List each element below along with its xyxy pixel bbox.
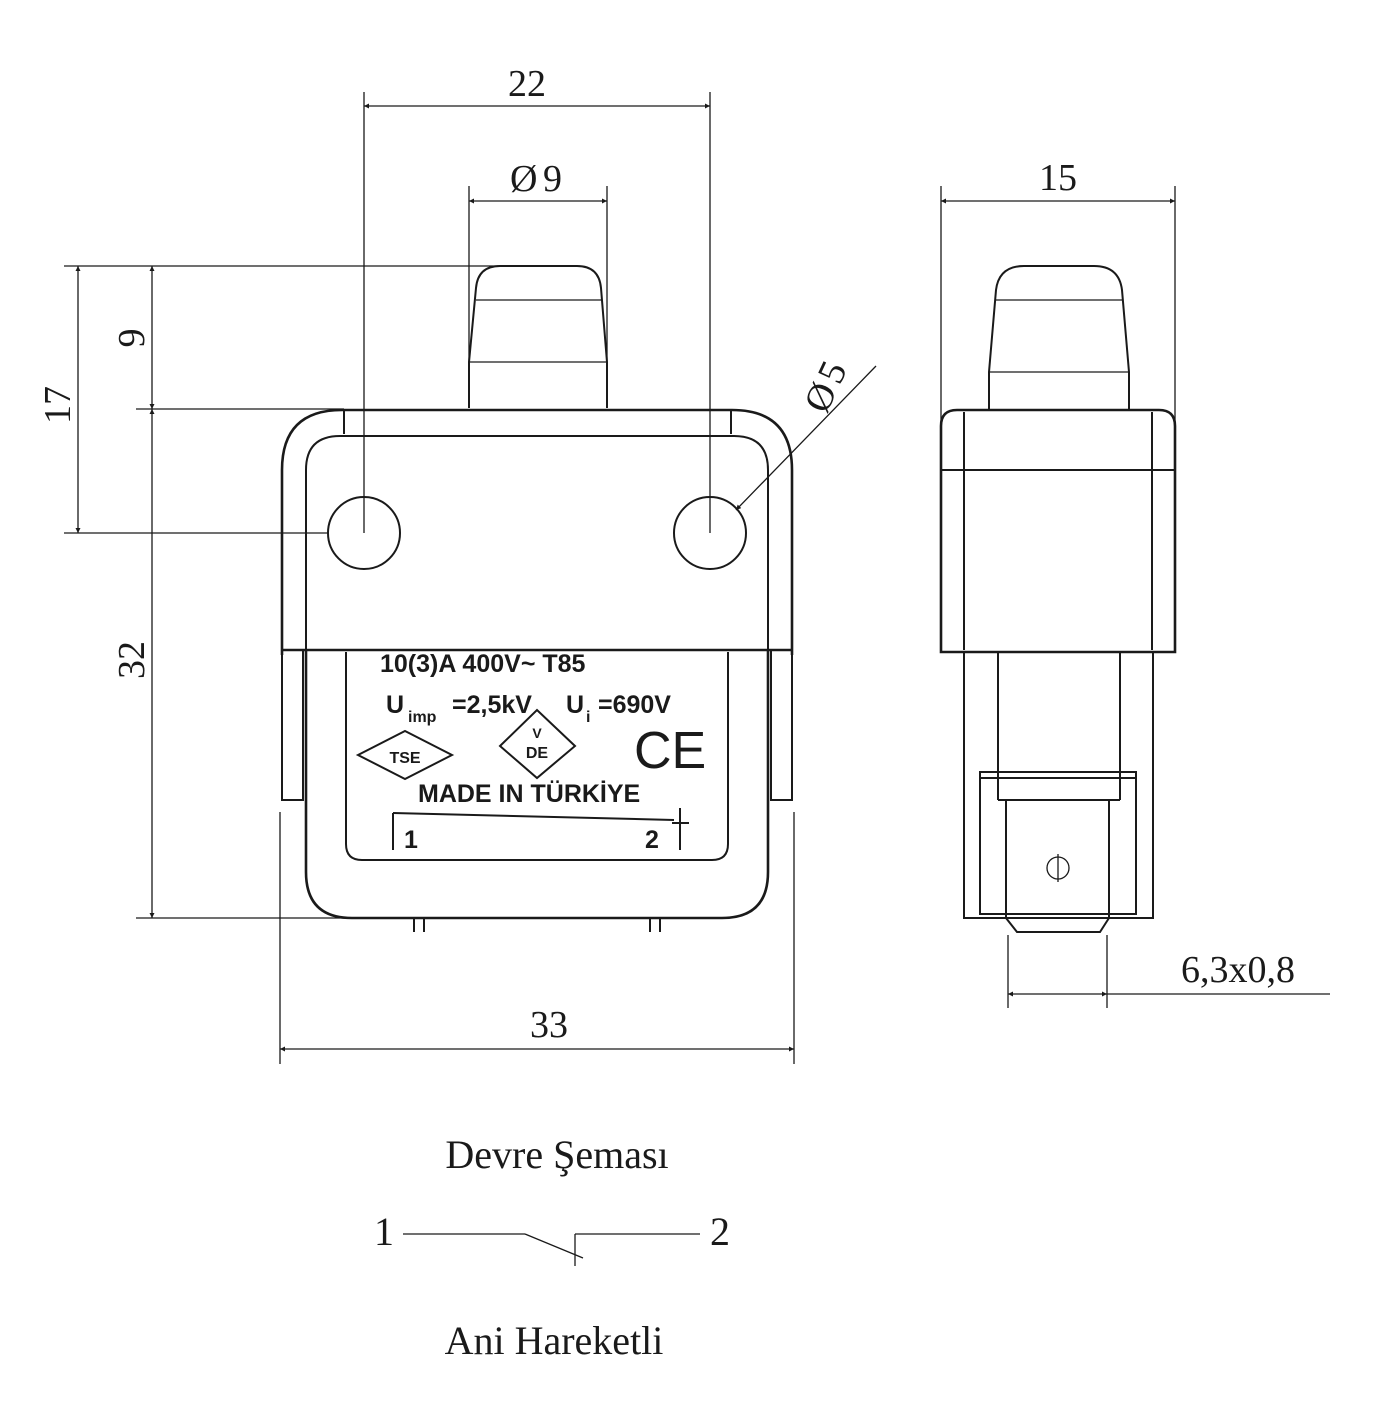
schema-subtitle: Ani Hareketli xyxy=(445,1318,664,1363)
dim-height-total: 17 xyxy=(37,386,79,424)
uimp-value: =2,5kV xyxy=(452,691,532,719)
dim-button-diameter: 9 xyxy=(543,158,562,200)
circuit-schema: Devre Şeması 1 2 Ani Hareketli xyxy=(374,1132,730,1363)
tse-logo: TSE xyxy=(355,729,455,781)
plunger-button xyxy=(468,265,608,408)
front-view: 10(3)A 400V~ T85 U imp =2,5kV U i =690V … xyxy=(280,265,794,932)
ui-prefix: U xyxy=(566,691,584,719)
rating-text: 10(3)A 400V~ T85 xyxy=(380,650,586,678)
uimp-prefix: U xyxy=(386,691,404,719)
dim-side-width: 15 xyxy=(1039,157,1077,199)
dim-body-width: 33 xyxy=(530,1004,568,1046)
ce-mark: CE xyxy=(634,722,706,780)
dim-terminal: 6,3x0,8 xyxy=(1181,949,1295,991)
front-dimensions: 22 Ø 9 Ø 5 17 9 32 33 xyxy=(37,63,877,1064)
ui-sub: i xyxy=(586,709,590,726)
schema-pin-1: 1 xyxy=(374,1209,394,1254)
side-view xyxy=(939,265,1177,933)
dim-body-height: 32 xyxy=(111,641,153,679)
uimp-sub: imp xyxy=(408,709,437,726)
dim-top-width: 22 xyxy=(508,63,546,105)
dim-button-height: 9 xyxy=(111,329,153,348)
dim-button-phi: Ø xyxy=(510,158,537,200)
vde-de-text: DE xyxy=(526,745,549,762)
tse-text: TSE xyxy=(389,750,420,767)
made-in-text: MADE IN TÜRKİYE xyxy=(418,779,640,808)
ui-value: =690V xyxy=(598,691,671,719)
schema-pin-2: 2 xyxy=(710,1209,730,1254)
schema-title: Devre Şeması xyxy=(445,1132,668,1177)
label-terminal-2: 2 xyxy=(645,826,659,854)
label-terminal-1: 1 xyxy=(404,826,418,854)
vde-v-text: V xyxy=(532,725,542,741)
label-switch-symbol: 1 2 xyxy=(392,808,689,854)
switch-housing xyxy=(280,408,794,932)
switch-label: 10(3)A 400V~ T85 U imp =2,5kV U i =690V … xyxy=(355,650,706,854)
side-dimensions: 15 6,3x0,8 xyxy=(940,157,1330,1008)
vde-logo: V DE xyxy=(498,708,577,780)
